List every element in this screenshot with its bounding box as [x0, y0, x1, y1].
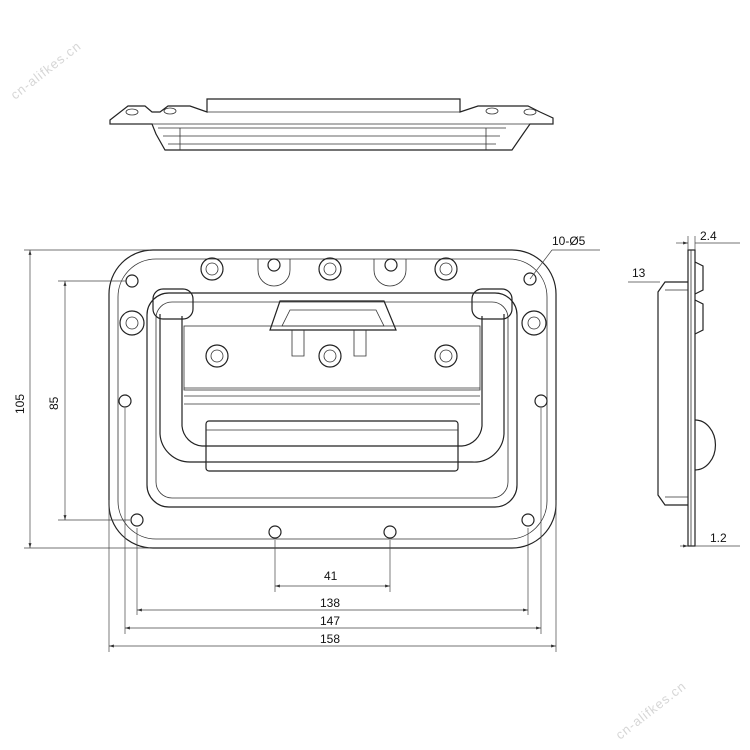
- top-view: [109, 98, 554, 151]
- watermark-bottom: cn-alifkes.cn: [613, 678, 689, 742]
- dimensions: 41 138 147 158 105 85 10-Ø5 2.4 13: [13, 229, 740, 652]
- side-view: [657, 249, 716, 547]
- dim-side-depth: 13: [632, 266, 646, 280]
- dim-width-mid: 147: [320, 614, 340, 628]
- dim-width-outer: 158: [320, 632, 340, 646]
- dim-side-top-thickness: 2.4: [700, 229, 717, 243]
- dim-holes-callout: 10-Ø5: [552, 234, 586, 248]
- dim-height-inner: 85: [47, 396, 61, 410]
- dim-height-outer: 105: [13, 394, 27, 414]
- mounting-holes: [118, 257, 548, 539]
- dim-side-plate-thickness: 1.2: [710, 531, 727, 545]
- watermark-top: cn-alifkes.cn: [8, 38, 84, 102]
- dim-hole-pitch: 41: [324, 569, 338, 583]
- front-view: [108, 249, 557, 549]
- dim-width-inner: 138: [320, 596, 340, 610]
